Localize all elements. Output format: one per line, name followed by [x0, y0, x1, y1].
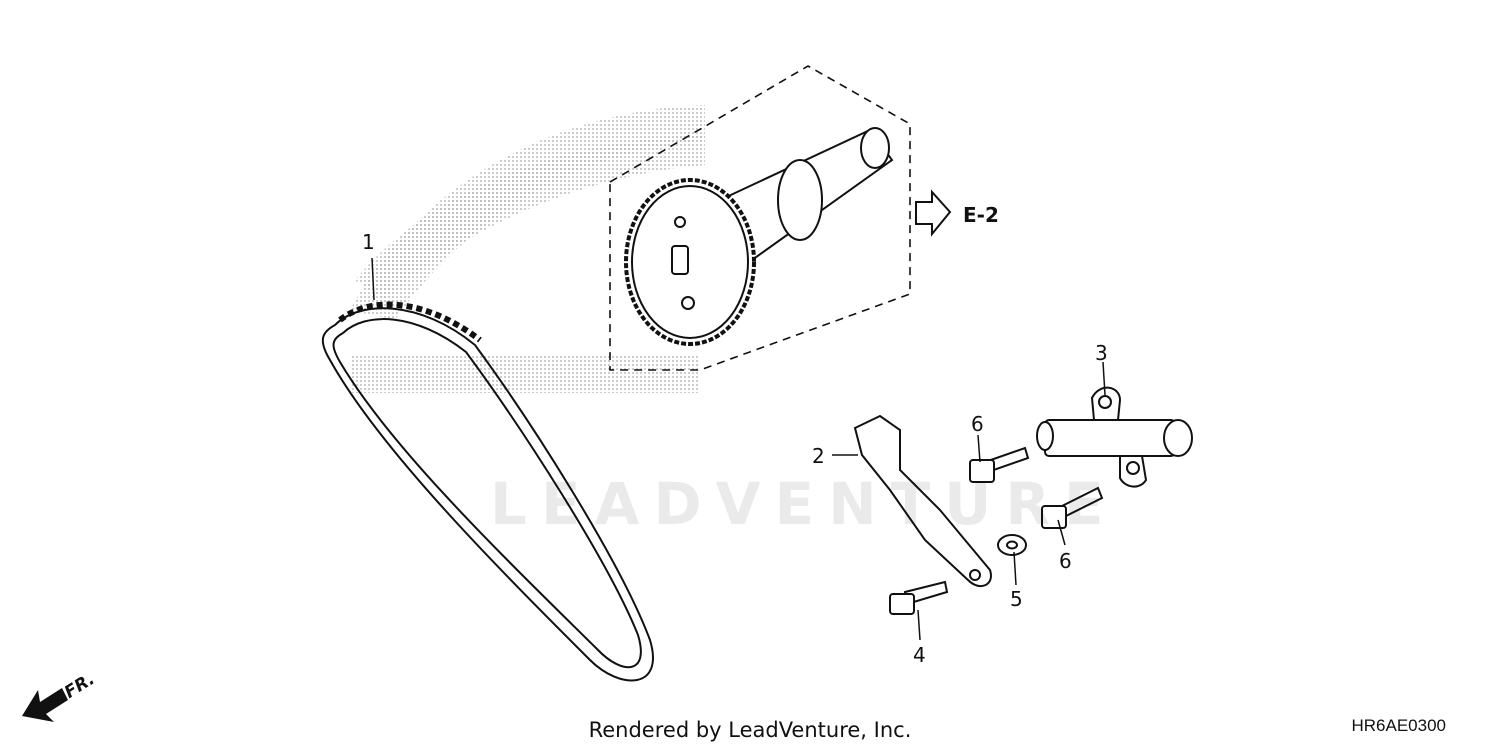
reference-arrow-icon — [915, 189, 952, 237]
front-direction-arrow-icon — [22, 688, 68, 722]
leader-lines — [371, 257, 1106, 641]
washer-5 — [997, 534, 1027, 556]
callout-1: 1 — [362, 230, 375, 254]
watermark-text: LEADVENTURE — [490, 470, 1118, 538]
diagram-code: HR6AE0300 — [1351, 716, 1446, 735]
callout-6b: 6 — [1059, 549, 1072, 573]
tensioner-arm — [853, 414, 992, 588]
callout-4: 4 — [913, 643, 926, 667]
footer-credit: Rendered by LeadVenture, Inc. — [588, 718, 912, 742]
flange-bolt-6b — [1041, 486, 1104, 529]
tensioner-lifter — [1036, 386, 1193, 488]
callout-3: 3 — [1095, 341, 1108, 365]
callout-6a: 6 — [971, 412, 984, 436]
flange-bolt-6a — [969, 446, 1030, 483]
camshaft-sprocket — [624, 127, 894, 346]
reference-label: E-2 — [963, 203, 999, 227]
camshaft-assembly-boundary — [609, 65, 911, 371]
flange-bolt-4 — [889, 580, 949, 615]
cam-chain — [321, 301, 654, 682]
callout-5: 5 — [1010, 587, 1023, 611]
callout-2: 2 — [812, 444, 825, 468]
brand-logo-watermark — [350, 105, 705, 393]
